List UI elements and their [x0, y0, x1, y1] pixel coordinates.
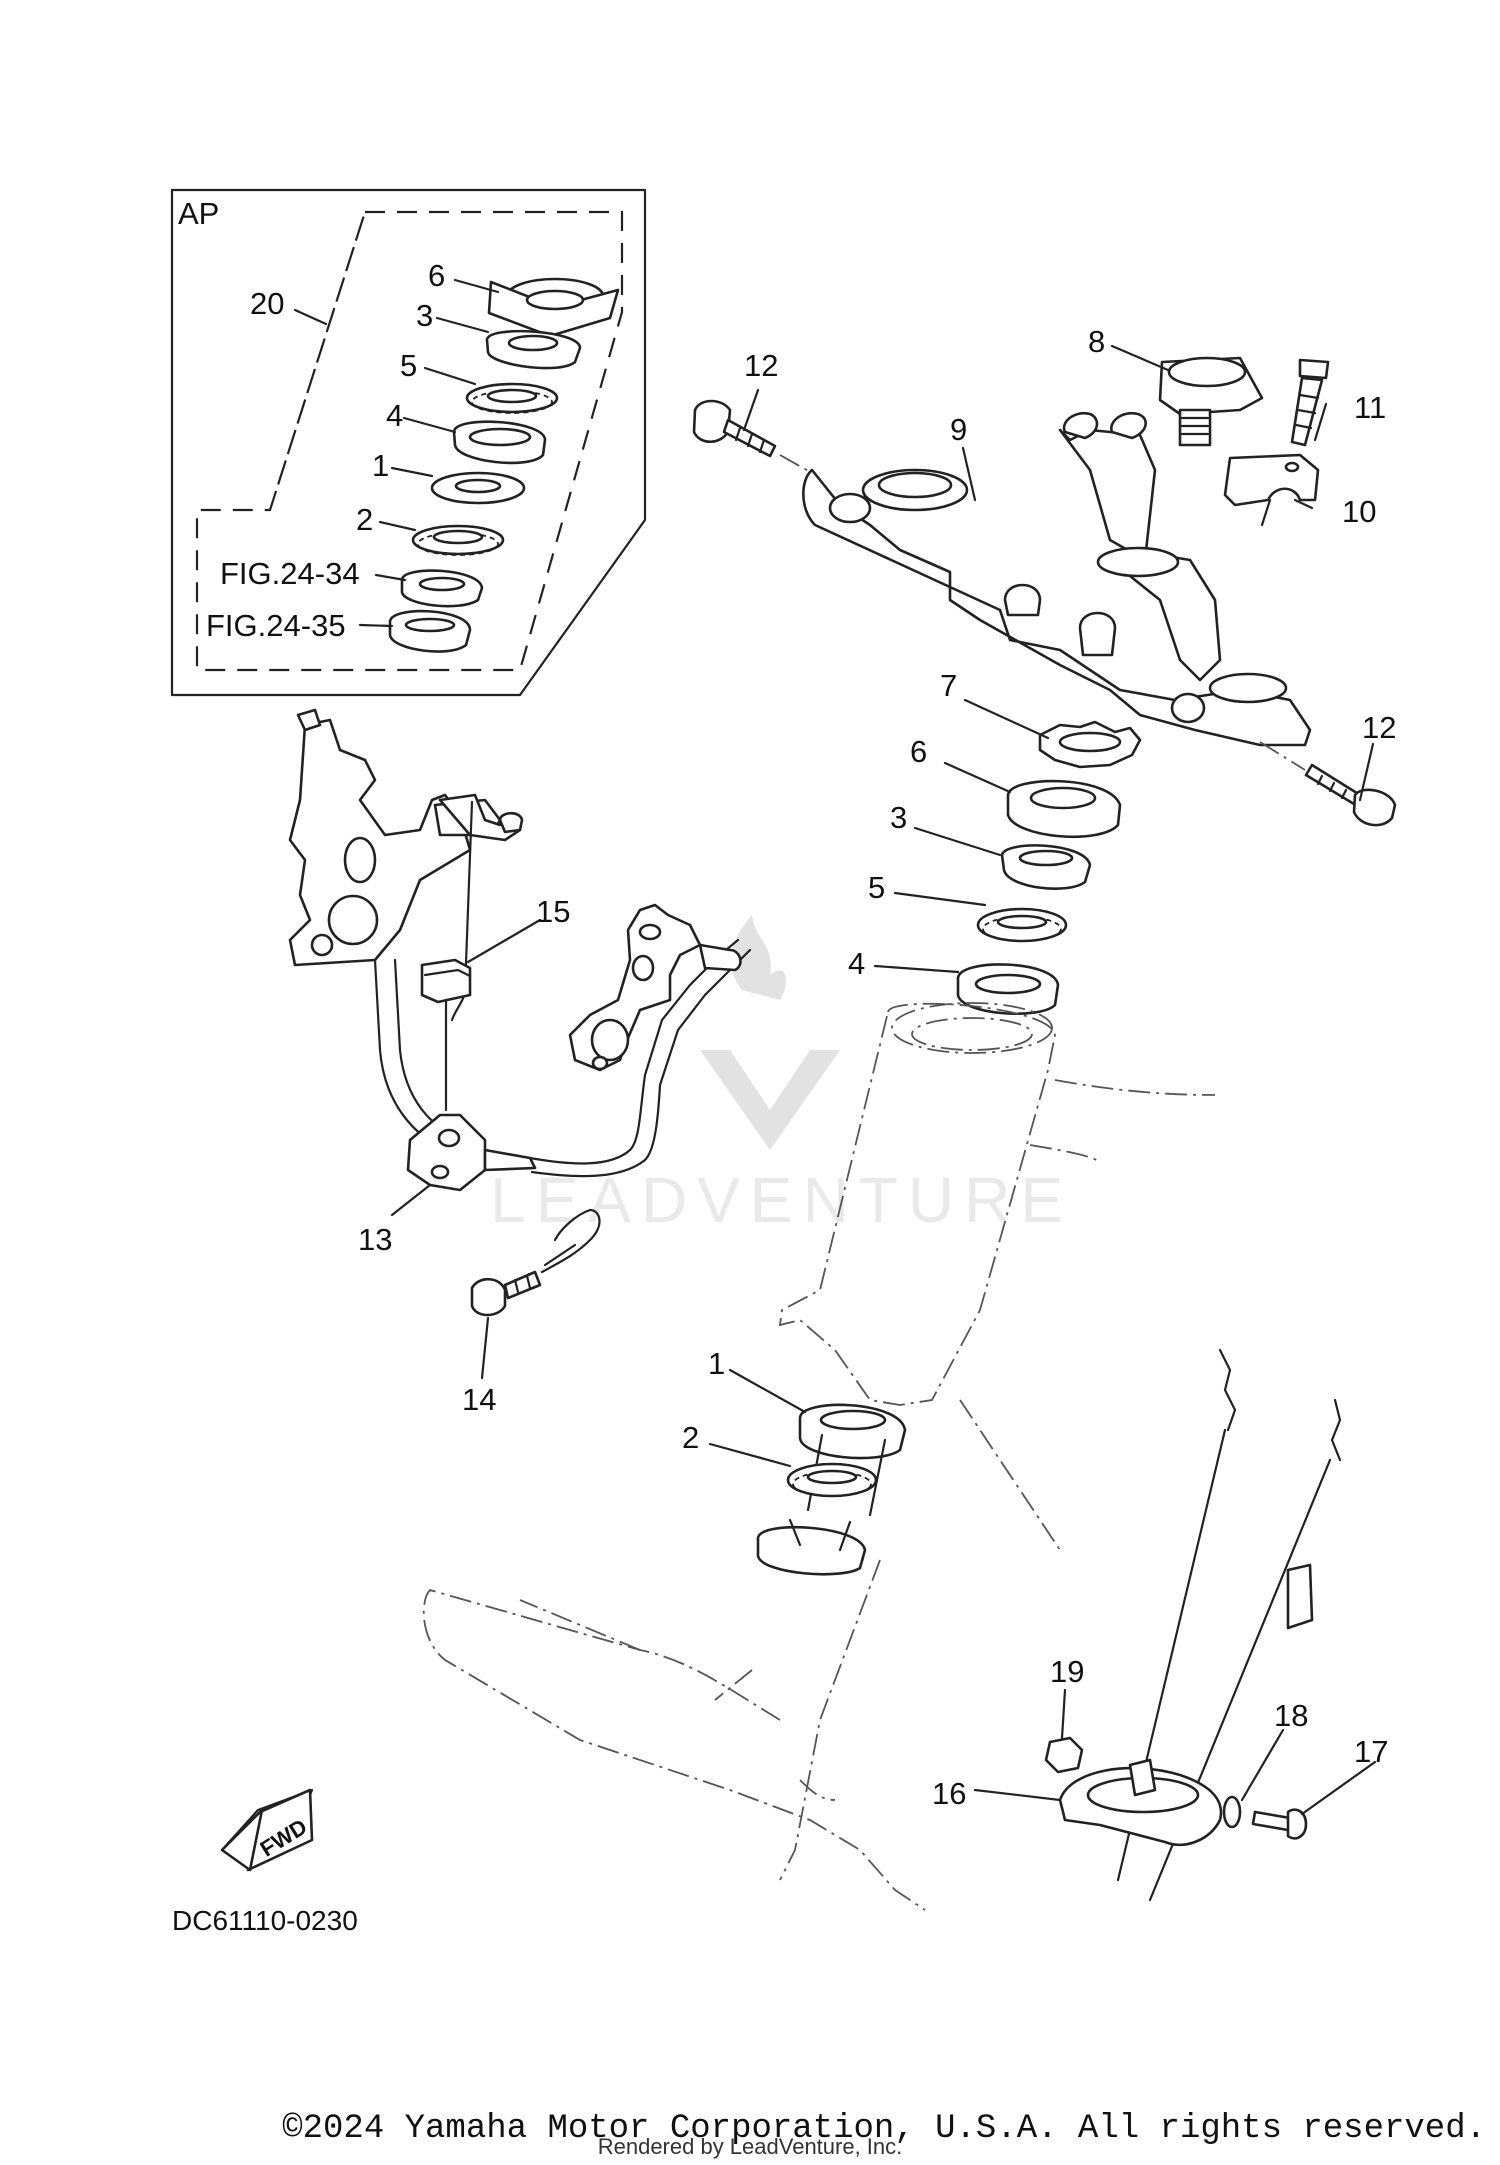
inset-part-5 — [465, 382, 559, 414]
callout-7: 7 — [940, 668, 957, 703]
bolt-17 — [1251, 1808, 1308, 1840]
part-6 — [1006, 779, 1122, 839]
callout-2-inset: 2 — [356, 502, 373, 537]
washer-18 — [1222, 1795, 1242, 1829]
watermark: LEADVENTURE — [490, 915, 1073, 1236]
callout-1-inset: 1 — [372, 448, 389, 483]
upper-bracket — [802, 411, 1312, 747]
callout-14: 14 — [462, 1382, 496, 1417]
clip-15 — [420, 958, 472, 1112]
bolt-11 — [1290, 358, 1330, 447]
callout-6-inset: 6 — [428, 258, 445, 293]
part-2-lower — [786, 1462, 878, 1498]
callout-3-inset: 3 — [416, 298, 433, 333]
inset-part-fig35 — [388, 609, 472, 653]
inset-part-2 — [411, 524, 505, 556]
callout-fig-24-35: FIG.24-35 — [206, 608, 346, 643]
callout-11: 11 — [1354, 390, 1386, 425]
cable-guide-bracket — [288, 708, 524, 1162]
diagram-code: DC61110-0230 — [172, 1905, 358, 1936]
inset-title: AP — [178, 196, 219, 231]
callout-5: 5 — [868, 870, 885, 905]
copyright-notice: ©2024 Yamaha Motor Corporation, U.S.A. A… — [282, 2110, 1486, 2148]
callout-labels: 20 6 3 5 4 1 2 FIG.24-34 FIG.24-35 8 11 … — [172, 258, 1396, 1936]
clamp-16 — [1058, 1758, 1223, 1847]
leader-lines — [390, 344, 1377, 1816]
bolt-14 — [470, 1208, 601, 1317]
callout-12-top: 12 — [744, 348, 778, 383]
callout-3: 3 — [890, 800, 907, 835]
callout-4: 4 — [848, 946, 865, 981]
callout-2-lower: 2 — [682, 1420, 699, 1455]
callout-4-inset: 4 — [386, 398, 403, 433]
right-arm-bracket — [568, 903, 742, 1072]
inset-bearing-stack — [388, 277, 620, 653]
callout-17: 17 — [1354, 1734, 1388, 1769]
part-5 — [976, 907, 1068, 943]
inset-ap: AP — [170, 188, 647, 697]
callout-19: 19 — [1050, 1654, 1084, 1689]
cable-guide-13 — [406, 938, 752, 1192]
callout-5-inset: 5 — [400, 348, 417, 383]
callout-8: 8 — [1088, 324, 1105, 359]
callout-13: 13 — [358, 1222, 392, 1257]
inset-part-6 — [487, 277, 620, 338]
part-3 — [1000, 844, 1092, 890]
fwd-arrow-icon: FWD — [220, 1788, 314, 1872]
callout-1-lower: 1 — [708, 1346, 725, 1381]
inset-part-4 — [452, 420, 547, 465]
steering-column — [422, 1002, 1216, 1911]
callout-18: 18 — [1274, 1698, 1308, 1733]
callout-12-right: 12 — [1362, 710, 1396, 745]
rendered-by-notice: Rendered by LeadVenture, Inc. — [597, 2134, 903, 2159]
nut-19 — [1044, 1736, 1084, 1774]
bolt-8 — [1158, 356, 1264, 447]
bolt-12-right — [1259, 741, 1397, 827]
lower-race — [756, 1518, 867, 1576]
callout-10: 10 — [1342, 494, 1376, 529]
cap-10 — [1223, 453, 1320, 507]
callout-20-inset: 20 — [250, 286, 284, 321]
callout-9: 9 — [950, 412, 967, 447]
callout-fig-24-34: FIG.24-34 — [220, 556, 360, 591]
inset-part-3 — [485, 329, 582, 370]
callout-6: 6 — [910, 734, 927, 769]
ring-nut-7 — [1038, 720, 1142, 769]
inset-part-fig34 — [400, 569, 484, 608]
bolt-12-left — [692, 399, 813, 474]
callout-15: 15 — [536, 894, 570, 929]
part-1-lower — [798, 1403, 907, 1517]
inset-part-1 — [430, 471, 526, 505]
part-4 — [956, 963, 1060, 1015]
watermark-text: LEADVENTURE — [490, 1164, 1073, 1236]
callout-16: 16 — [932, 1776, 966, 1811]
